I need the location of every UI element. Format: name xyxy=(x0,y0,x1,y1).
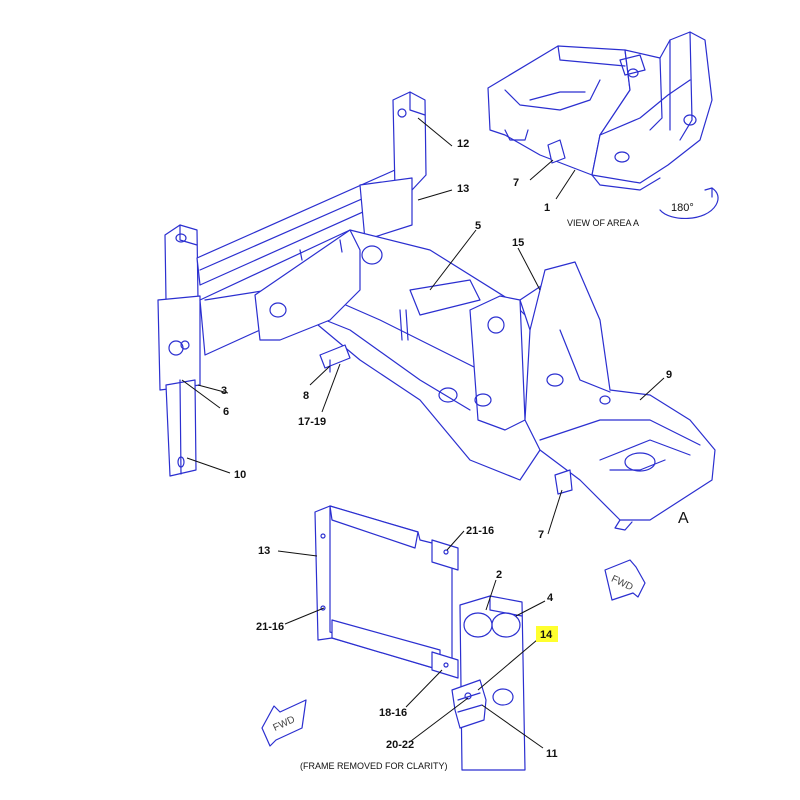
callout-15: 15 xyxy=(512,237,524,249)
callout-7-inset: 7 xyxy=(513,177,519,189)
callout-3: 3 xyxy=(221,385,227,397)
callout-8: 8 xyxy=(303,390,309,402)
callout-17-19: 17-19 xyxy=(298,416,326,428)
post-4-detail xyxy=(451,595,526,771)
callout-21-16-lower: 21-16 xyxy=(256,621,284,633)
callout-7-main: 7 xyxy=(538,529,544,541)
callout-9: 9 xyxy=(666,369,672,381)
callout-21-16-upper: 21-16 xyxy=(466,525,494,537)
inset-view-area-a xyxy=(487,31,713,191)
callout-5: 5 xyxy=(475,220,481,232)
plate-13-detail xyxy=(314,505,459,679)
callout-14: 14 xyxy=(540,629,553,641)
fwd-arrow-upper: FWD xyxy=(604,559,646,601)
callout-18-16: 18-16 xyxy=(379,707,407,719)
callout-13-upper: 13 xyxy=(457,183,469,195)
callout-10: 10 xyxy=(234,469,246,481)
callout-13-lower: 13 xyxy=(258,545,270,557)
callout-11: 11 xyxy=(546,748,558,760)
fwd-arrow-lower: FWD xyxy=(261,699,307,747)
leader-lines xyxy=(181,117,665,749)
callout-4: 4 xyxy=(547,592,554,604)
area-a-marker: A xyxy=(678,510,689,527)
rotation-label: 180° xyxy=(671,202,694,214)
main-frame-assembly xyxy=(157,91,716,531)
callout-14-highlight xyxy=(536,626,558,642)
frame-removed-note: (FRAME REMOVED FOR CLARITY) xyxy=(300,761,448,771)
callout-2: 2 xyxy=(496,569,502,581)
callouts: 7 1 12 13 5 15 9 3 6 8 17-19 10 7 13 21-… xyxy=(221,138,672,760)
callout-20-22: 20-22 xyxy=(386,739,414,751)
view-of-area-a-caption: VIEW OF AREA A xyxy=(567,218,639,228)
callout-12: 12 xyxy=(457,138,469,150)
callout-1: 1 xyxy=(544,202,550,214)
rotate-180-icon: 180° xyxy=(659,187,719,220)
callout-6: 6 xyxy=(223,406,229,418)
